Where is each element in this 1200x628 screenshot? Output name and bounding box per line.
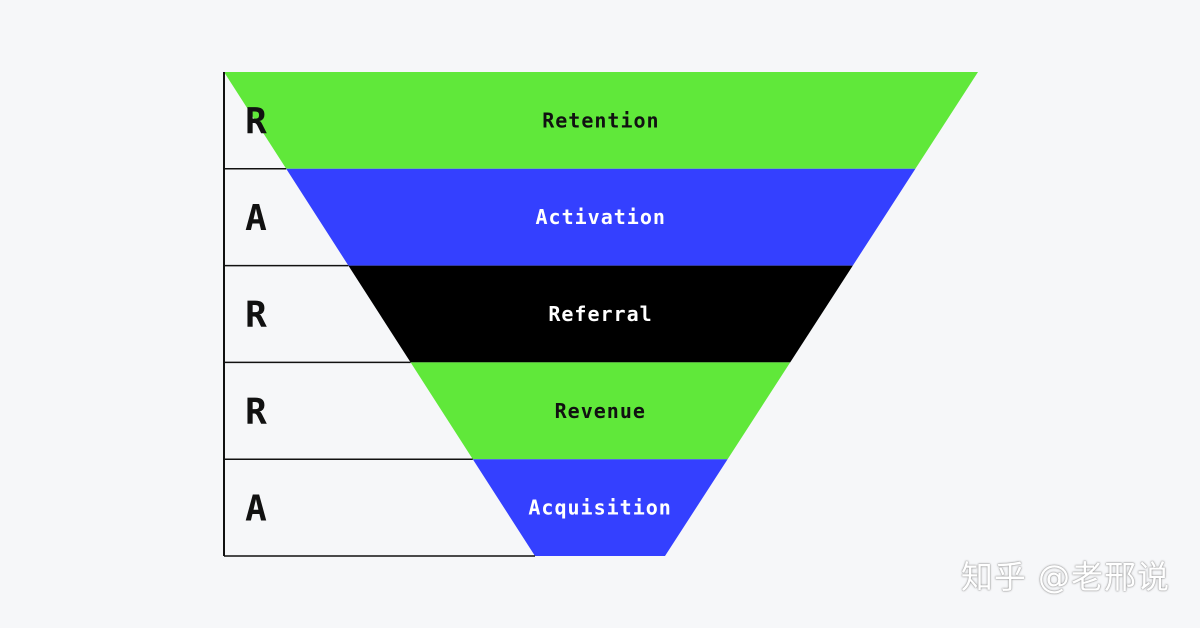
stage-label-acquisition: Acquisition (528, 496, 671, 520)
funnel-band-activation (286, 168, 916, 266)
stage-label-revenue: Revenue (555, 399, 646, 423)
stage-label-activation: Activation (535, 205, 665, 229)
stage-label-retention: Retention (542, 108, 659, 132)
letter-column (223, 72, 535, 557)
watermark: 知乎 @老邢说 (960, 558, 1170, 596)
funnel-band-referral (348, 265, 853, 363)
funnel-band-acquisition (472, 459, 728, 556)
funnel-labels: RetentionRActivationAReferralRRevenueRAc… (245, 101, 671, 530)
stage-letter-2: A (245, 198, 267, 239)
funnel-band-revenue (410, 362, 791, 460)
stage-letter-5: A (245, 489, 267, 530)
stage-letter-1: R (245, 101, 267, 142)
stage-label-referral: Referral (548, 302, 652, 326)
stage-letter-4: R (245, 392, 267, 433)
stage-letter-3: R (245, 295, 267, 336)
funnel-bands (224, 72, 978, 556)
funnel-band-retention (224, 72, 978, 169)
